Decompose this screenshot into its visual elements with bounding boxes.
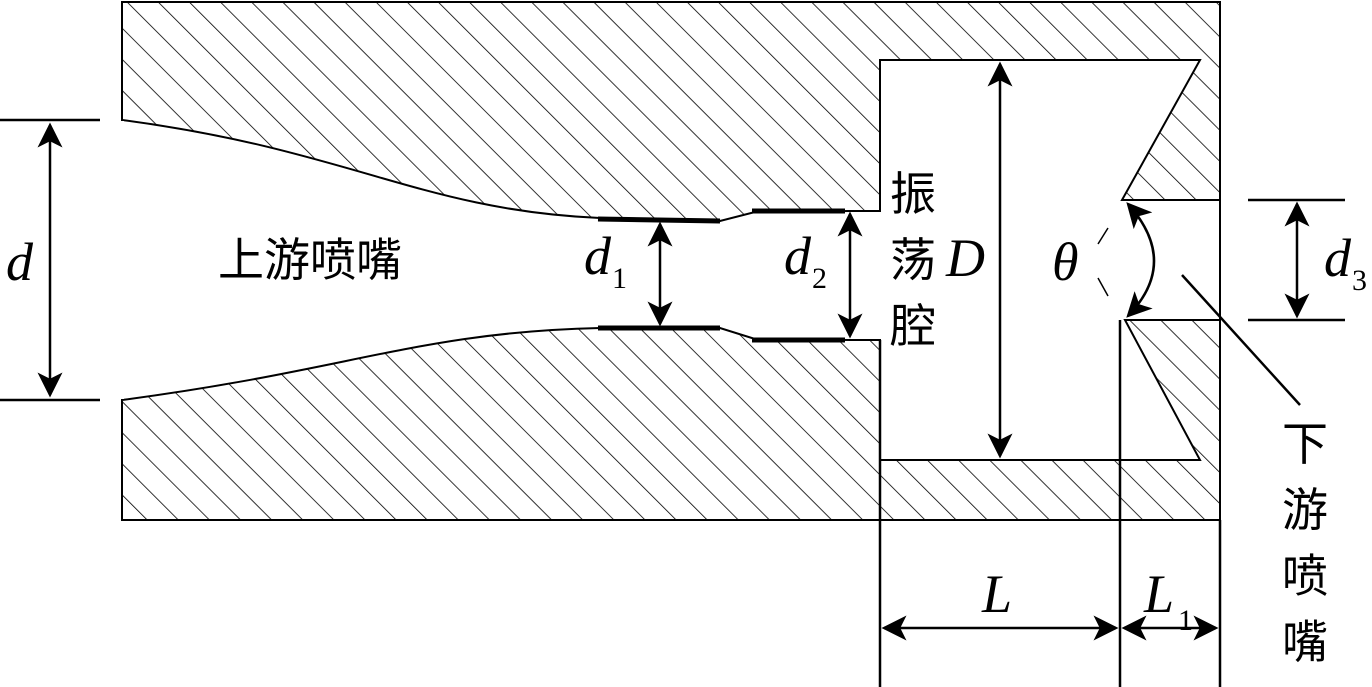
downstream-nozzle-leader <box>1181 274 1301 406</box>
label-cavity-3: 腔 <box>890 299 936 353</box>
theta-angle-arc <box>1126 202 1156 318</box>
symbol-d: d <box>6 232 34 292</box>
label-downstream-3: 喷 <box>1282 549 1328 603</box>
symbol-d1-subscript: 1 <box>612 262 627 295</box>
symbol-theta: θ <box>1052 232 1079 292</box>
label-downstream-1: 下 <box>1282 417 1328 471</box>
throat-d1-top-edge <box>597 216 721 224</box>
symbol-L1-subscript: 1 <box>1178 604 1193 637</box>
theta-dash-lower <box>1097 277 1109 297</box>
symbol-L: L <box>981 564 1012 624</box>
label-cavity-1: 振 <box>890 167 936 221</box>
upstream-inlet-opening <box>121 121 124 399</box>
label-downstream-2: 游 <box>1282 483 1328 537</box>
theta-dash-upper <box>1097 227 1109 245</box>
symbol-L1: L <box>1143 564 1174 624</box>
symbol-d2-subscript: 2 <box>812 262 827 295</box>
label-upstream-nozzle: 上游喷嘴 <box>218 233 402 287</box>
symbol-d3-subscript: 3 <box>1352 264 1367 297</box>
symbol-d2: d <box>784 226 812 286</box>
symbol-d3: d <box>1324 228 1352 288</box>
symbol-d1: d <box>584 226 612 286</box>
label-downstream-4: 嘴 <box>1282 615 1328 669</box>
label-cavity-2: 荡 <box>890 233 936 287</box>
symbol-D: D <box>945 228 985 288</box>
